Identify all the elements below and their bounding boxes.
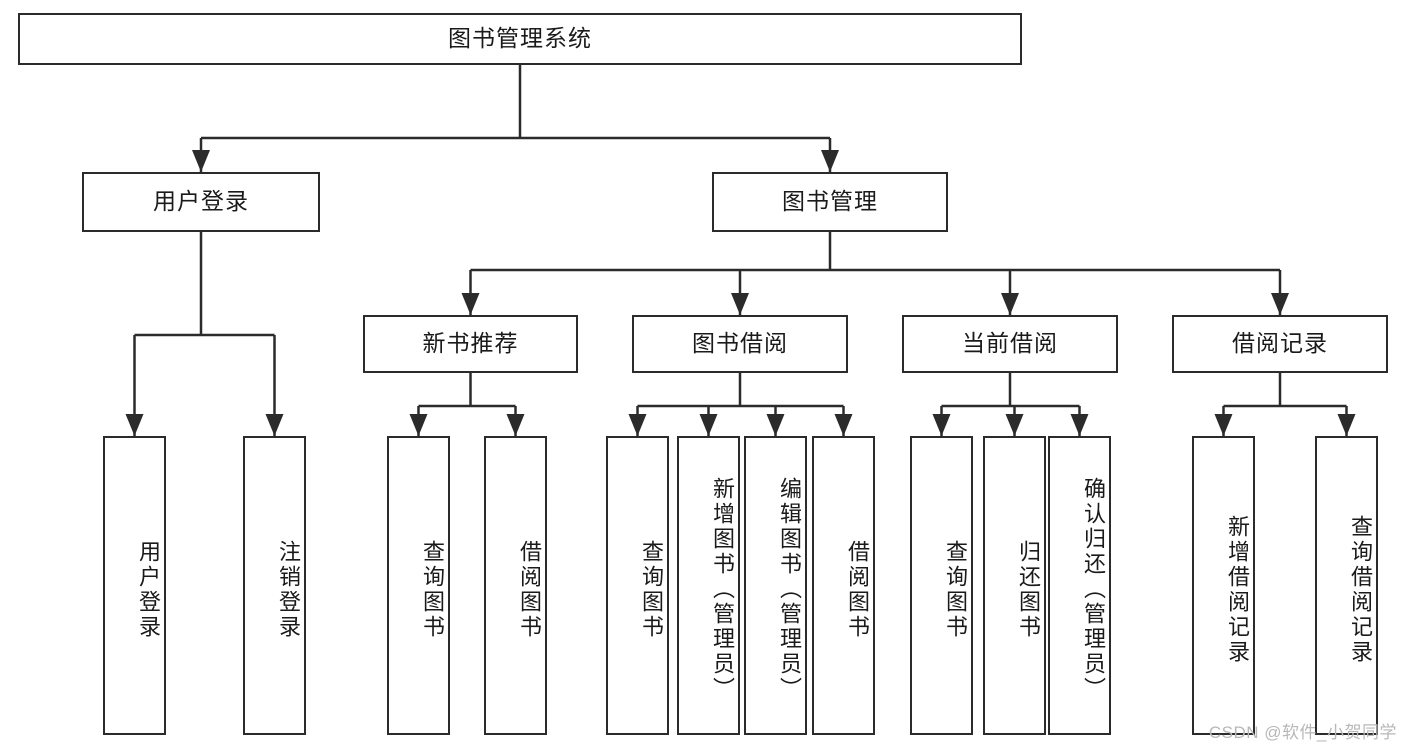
arrowhead <box>628 414 647 436</box>
node-label: 借阅图书 <box>845 539 870 640</box>
arrowhead <box>409 414 428 436</box>
node-leaf-borrow-book-rec[interactable]: 借阅图书 <box>484 436 547 735</box>
node-leaf-query-borrow-record[interactable]: 查询借阅记录 <box>1315 436 1378 735</box>
node-leaf-user-logout[interactable]: 注销登录 <box>243 436 306 735</box>
node-label: 图书管理系统 <box>448 25 592 52</box>
node-label: 查询图书 <box>943 539 968 640</box>
node-book-borrow[interactable]: 图书借阅 <box>632 315 848 373</box>
node-user-login[interactable]: 用户登录 <box>82 172 320 232</box>
arrowhead <box>731 293 749 315</box>
node-label: 当前借阅 <box>962 330 1058 357</box>
arrowhead <box>821 150 839 172</box>
arrowhead <box>1005 414 1024 436</box>
arrowhead <box>461 293 480 315</box>
arrowhead <box>192 150 210 172</box>
node-label: 图书管理 <box>782 188 878 215</box>
node-new-book-recommend[interactable]: 新书推荐 <box>363 315 578 373</box>
node-label: 新增图书（管理员） <box>710 477 735 702</box>
node-label: 查询图书 <box>420 539 445 640</box>
node-leaf-user-login[interactable]: 用户登录 <box>103 436 166 735</box>
arrowhead <box>834 414 853 436</box>
node-label: 新书推荐 <box>422 330 519 357</box>
arrowhead <box>265 414 284 436</box>
arrowhead <box>1271 293 1289 315</box>
node-leaf-return-book[interactable]: 归还图书 <box>983 436 1046 735</box>
node-book-manage[interactable]: 图书管理 <box>712 172 948 232</box>
arrowhead <box>766 414 785 436</box>
node-label: 用户登录 <box>153 188 249 215</box>
node-leaf-borrow-book[interactable]: 借阅图书 <box>812 436 875 735</box>
arrowhead <box>699 414 718 436</box>
node-label: 借阅图书 <box>517 539 542 640</box>
node-label: 借阅记录 <box>1232 330 1328 357</box>
node-label: 图书借阅 <box>692 330 788 357</box>
arrowhead <box>1070 414 1089 436</box>
arrowhead <box>125 414 144 436</box>
arrowhead <box>506 414 525 436</box>
node-label: 用户登录 <box>136 539 161 640</box>
node-root[interactable]: 图书管理系统 <box>18 13 1022 65</box>
node-label: 注销登录 <box>276 539 301 640</box>
arrowhead <box>1001 293 1019 315</box>
node-borrow-record[interactable]: 借阅记录 <box>1172 315 1388 373</box>
node-current-borrow[interactable]: 当前借阅 <box>902 315 1118 373</box>
node-label: 查询图书 <box>639 539 664 640</box>
arrowhead <box>1337 414 1356 436</box>
node-label: 查询借阅记录 <box>1348 514 1373 665</box>
node-label: 编辑图书（管理员） <box>777 477 802 702</box>
arrowhead <box>932 414 951 436</box>
watermark: CSDN @软件_小贺同学 <box>1208 723 1397 742</box>
node-leaf-edit-book-admin[interactable]: 编辑图书（管理员） <box>744 436 807 735</box>
node-leaf-add-book-admin[interactable]: 新增图书（管理员） <box>677 436 740 735</box>
node-leaf-query-book-borrow[interactable]: 查询图书 <box>606 436 669 735</box>
node-leaf-query-book-rec[interactable]: 查询图书 <box>387 436 450 735</box>
node-label: 归还图书 <box>1016 539 1041 640</box>
node-label: 新增借阅记录 <box>1225 514 1250 665</box>
node-leaf-query-book-current[interactable]: 查询图书 <box>910 436 973 735</box>
node-label: 确认归还（管理员） <box>1081 477 1106 702</box>
node-leaf-add-borrow-record[interactable]: 新增借阅记录 <box>1192 436 1255 735</box>
node-leaf-confirm-return-admin[interactable]: 确认归还（管理员） <box>1048 436 1111 735</box>
arrowhead <box>1214 414 1233 436</box>
